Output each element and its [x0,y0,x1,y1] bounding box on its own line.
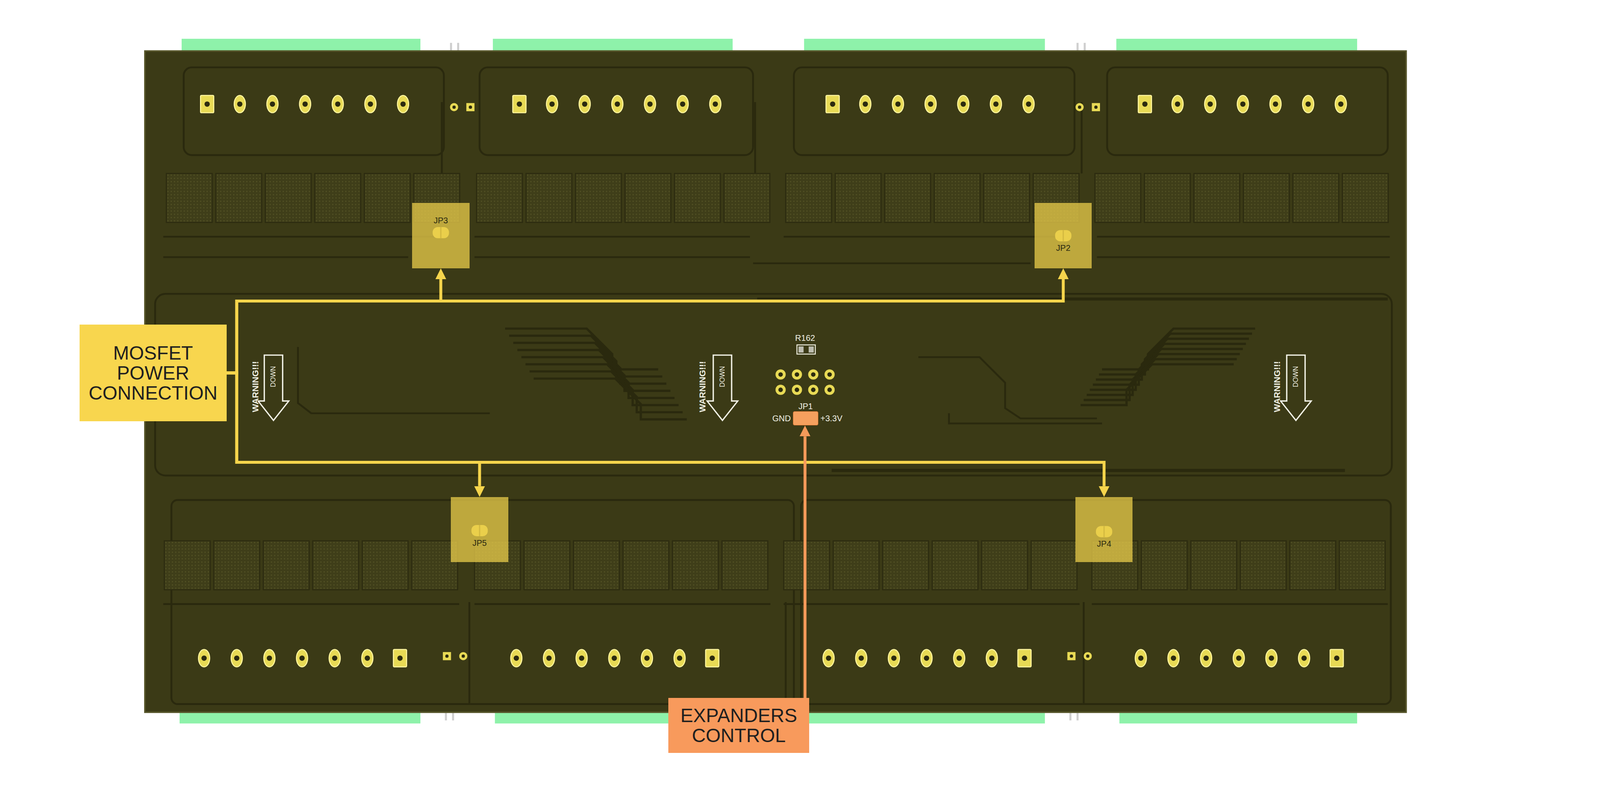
through-hole-pads [198,95,1347,667]
mosfet-pads [164,173,1389,590]
expander-header [775,369,835,395]
jumper-highlight: JP2 [1034,202,1092,269]
jumper-highlight: JP4 [1075,497,1133,563]
down-arrow [258,355,289,421]
jumper-label: JP5 [450,538,508,548]
warning-text: WARNING!!! [250,361,260,413]
jumper-label: JP4 [1075,539,1133,548]
down-arrow [1280,355,1311,421]
callout-box: MOSFET POWER CONNECTION [79,324,227,422]
pcb-board [145,50,1407,713]
trace-bundle [505,328,687,420]
callout-box: EXPANDERS CONTROL [668,697,810,753]
jumper-pads [432,227,1113,538]
small-pads [442,102,1100,660]
power-traces [757,299,1388,471]
arrow-label: DOWN [719,365,726,388]
pin-label: GND [772,414,791,423]
resistor-footprint [797,345,816,355]
jumper-label: JP3 [412,216,470,225]
jumper-highlight: JP3 [412,202,470,269]
down-arrow-symbols [258,355,1312,421]
jumper-pad: JP1 [792,411,819,426]
callout-arrow [803,436,807,698]
jumper-highlight: JP5 [450,497,508,563]
callout-arrow [226,372,480,487]
jumper-label: JP1 [798,402,813,411]
callout-arrow [226,279,441,373]
arrow-label: DOWN [1292,365,1300,388]
pin-label: +3.3V [820,414,843,423]
trace-bundle [1080,328,1255,406]
callout-arrow [226,279,1064,373]
board-traces [155,67,1392,705]
arrow-label: DOWN [270,365,277,388]
warning-text: WARNING!!! [1272,361,1281,413]
callout-text: EXPANDERS CONTROL [673,705,805,746]
part-reference: R162 [795,333,815,343]
callout-text: MOSFET POWER CONNECTION [84,342,222,404]
callout-arrow [226,372,1105,487]
warning-text: WARNING!!! [697,361,707,413]
jumper-label: JP2 [1034,243,1092,253]
down-arrow [707,355,738,421]
